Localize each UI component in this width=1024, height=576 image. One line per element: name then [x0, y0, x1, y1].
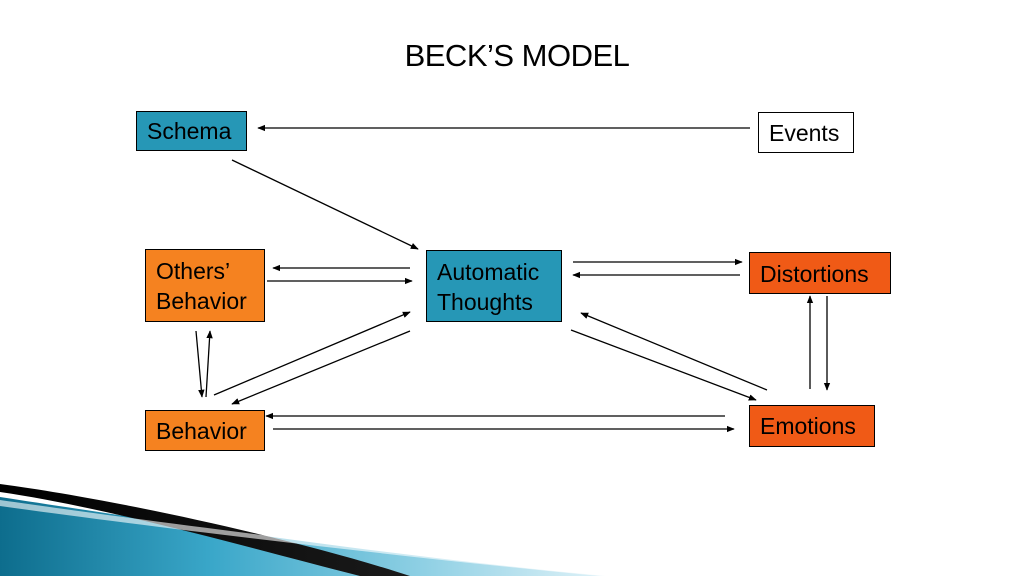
others-behavior-line1: Others’: [156, 258, 231, 284]
arrow-thoughts-to-behavior: [231, 330, 411, 405]
others-behavior-line2: Behavior: [156, 288, 247, 314]
events-node: Events: [758, 112, 854, 153]
automatic-thoughts-line2: Thoughts: [437, 289, 533, 315]
emotions-label: Emotions: [760, 413, 856, 439]
automatic-thoughts-line1: Automatic: [437, 259, 540, 285]
arrow-schema-to-thoughts: [231, 159, 419, 250]
arrow-thoughts-to-emotions: [570, 329, 757, 401]
others-behavior-node: Others’ Behavior: [145, 249, 265, 322]
arrow-others-to-behavior: [195, 330, 205, 398]
emotions-node: Emotions: [749, 405, 875, 447]
automatic-thoughts-node: Automatic Thoughts: [426, 250, 562, 322]
decor-teal-swoosh: [0, 497, 605, 576]
behavior-label: Behavior: [156, 418, 247, 444]
arrow-behavior-to-thoughts: [213, 311, 411, 396]
slide-title: BECK’S MODEL: [404, 38, 630, 73]
schema-label: Schema: [147, 118, 232, 144]
distortions-label: Distortions: [760, 261, 869, 287]
schema-node: Schema: [136, 111, 247, 151]
behavior-node: Behavior: [145, 410, 265, 451]
arrow-emotions-to-thoughts: [580, 312, 768, 391]
distortions-node: Distortions: [749, 252, 891, 294]
events-label: Events: [769, 120, 840, 146]
arrow-behavior-to-others: [205, 330, 213, 398]
